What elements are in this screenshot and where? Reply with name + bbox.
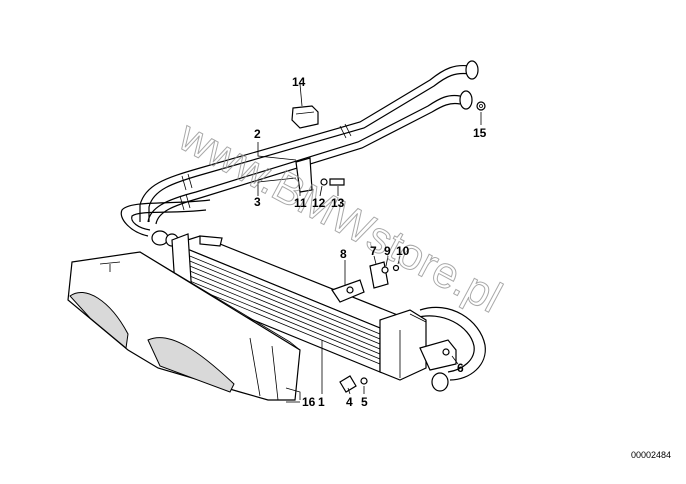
clip-14 xyxy=(291,105,319,129)
callout-1: 1 xyxy=(318,395,325,409)
callout-16: 16 xyxy=(302,395,316,409)
callout-13: 13 xyxy=(331,196,345,210)
callout-9: 9 xyxy=(384,244,391,258)
diagram-code: 00002484 xyxy=(631,450,671,460)
callout-7: 7 xyxy=(370,244,377,258)
callout-12: 12 xyxy=(312,196,326,210)
callout-11: 11 xyxy=(294,196,307,210)
callouts: 2 3 14 15 11 12 13 8 7 9 10 6 16 1 4 5 xyxy=(254,75,487,409)
callout-2: 2 xyxy=(254,127,261,141)
oil-lines xyxy=(120,60,486,392)
callout-15: 15 xyxy=(473,126,487,140)
callout-4: 4 xyxy=(346,395,353,409)
washer-15 xyxy=(476,101,486,111)
air-duct xyxy=(67,251,301,401)
screw-4 xyxy=(339,375,368,393)
leader-lines xyxy=(257,83,482,403)
callout-8: 8 xyxy=(340,247,347,261)
callout-6: 6 xyxy=(457,361,464,375)
bracket-8 xyxy=(331,261,400,303)
callout-3: 3 xyxy=(254,195,261,209)
callout-10: 10 xyxy=(396,244,410,258)
bracket-11 xyxy=(295,157,345,193)
callout-5: 5 xyxy=(361,395,368,409)
callout-14: 14 xyxy=(292,75,306,89)
